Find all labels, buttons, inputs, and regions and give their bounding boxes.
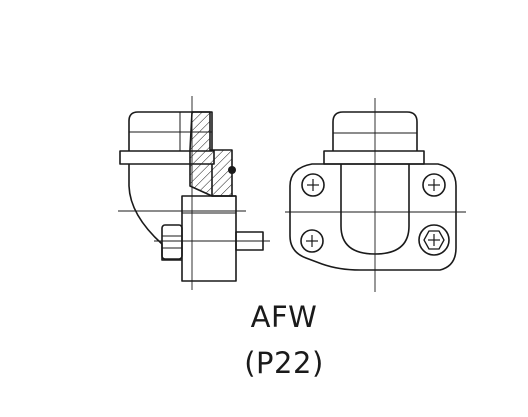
bolt-hole-top-left xyxy=(301,173,325,197)
front-view xyxy=(285,98,466,292)
bolt-hole-top-right xyxy=(422,173,446,197)
side-hex-nut xyxy=(128,111,213,151)
side-section-view xyxy=(118,96,270,290)
model-code-label: AFW xyxy=(250,300,318,334)
side-bolt-head xyxy=(161,224,183,260)
bolt-head-bottom-right xyxy=(418,224,450,256)
side-cut-section xyxy=(189,111,233,197)
front-centerlines xyxy=(285,98,466,292)
front-collar xyxy=(323,150,425,165)
front-flange-outline xyxy=(289,163,457,271)
series-code-label: (P22) xyxy=(244,346,324,380)
side-centerlines xyxy=(118,96,270,290)
bolt-hole-bottom-left xyxy=(300,229,324,253)
side-flange-block xyxy=(181,195,237,282)
side-oring xyxy=(228,166,236,174)
side-elbow-body xyxy=(128,164,182,261)
